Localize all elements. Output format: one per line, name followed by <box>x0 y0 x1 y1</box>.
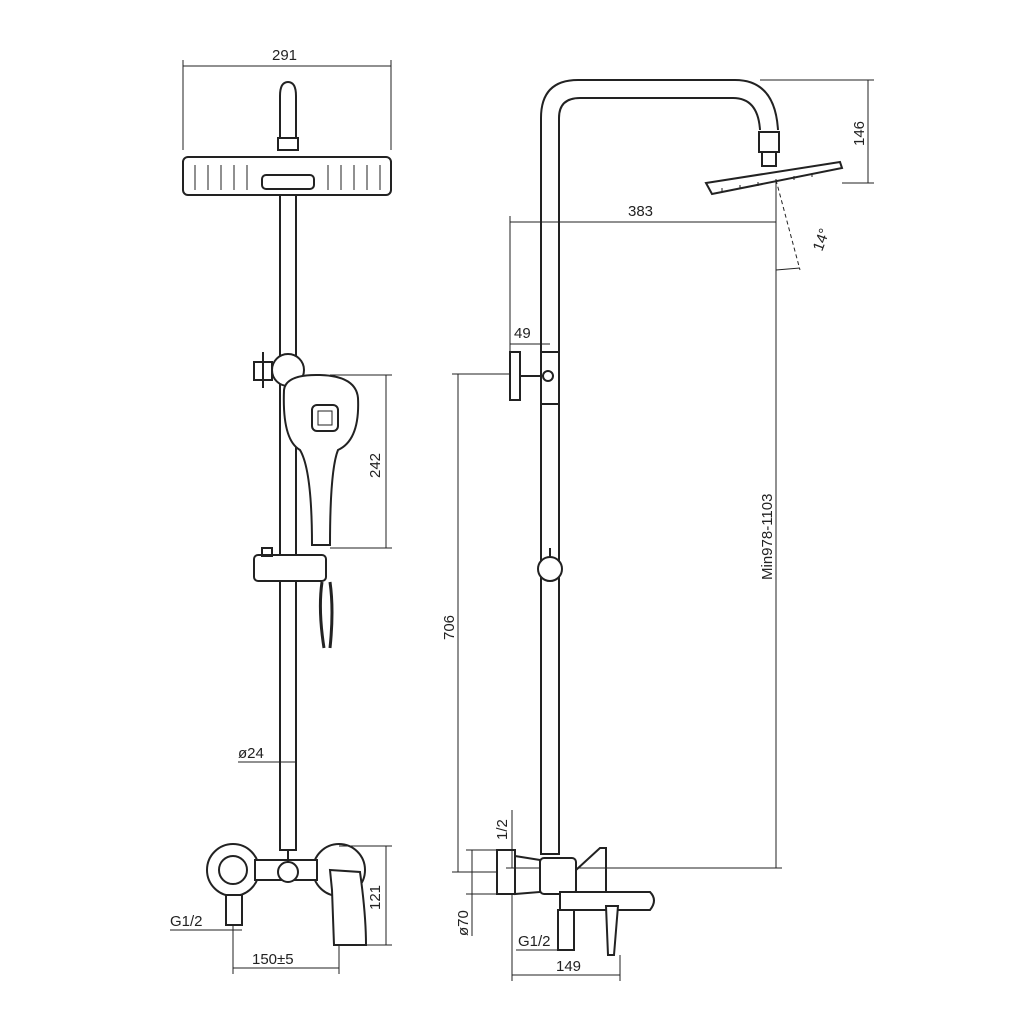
hand-shower-front <box>282 373 360 546</box>
side-view: 14° 383 146 49 Min978-1103 <box>441 79 874 981</box>
dim-total-height: Min978-1103 <box>759 494 776 580</box>
side-eccentric <box>514 854 541 896</box>
side-mixer-lever-base <box>575 847 607 893</box>
dim-121: 121 <box>367 885 384 910</box>
mixer-lever <box>328 868 368 946</box>
dim-14: 14° <box>810 226 834 253</box>
side-inlet-thread <box>557 909 575 951</box>
side-arm-inner <box>558 97 761 352</box>
dim-half: 1/2 <box>494 819 511 840</box>
front-top-pipe <box>279 80 297 138</box>
front-view: 291 242 ø24 G1/2 150±5 121 <box>170 47 392 974</box>
dim-242: 242 <box>367 453 384 478</box>
side-slider <box>537 556 563 582</box>
side-mixer-body <box>539 857 577 895</box>
mixer-left-elbow <box>206 843 260 897</box>
dim-150: 150±5 <box>252 951 294 968</box>
hand-shower-button <box>311 404 339 432</box>
dim-146: 146 <box>851 121 868 146</box>
rain-head-nozzles <box>194 165 381 190</box>
rain-head-center-joint <box>261 174 315 190</box>
slider-holder <box>253 554 327 582</box>
slider-knob <box>261 547 273 557</box>
dim-49: 49 <box>514 325 531 342</box>
left-inlet-thread <box>225 894 243 926</box>
side-rail <box>540 403 560 855</box>
front-rail <box>279 194 297 851</box>
side-spout <box>559 891 655 911</box>
hand-shower-button-inner <box>317 410 333 426</box>
side-head-joint <box>758 131 780 153</box>
dim-706: 706 <box>441 615 458 640</box>
tilt-arc <box>775 267 801 271</box>
dim-g12-left: G1/2 <box>170 913 203 930</box>
diverter-knob <box>277 861 299 883</box>
dim-149: 149 <box>556 958 581 975</box>
shower-hose <box>318 581 334 649</box>
dim-291: 291 <box>272 47 297 64</box>
side-arm-outer <box>540 79 779 352</box>
dim-24: ø24 <box>238 745 264 762</box>
side-spout-handle <box>604 905 620 956</box>
side-head-ball <box>761 151 777 167</box>
front-top-nut <box>277 137 299 151</box>
dim-383: 383 <box>628 203 653 220</box>
side-wall-plate <box>509 351 521 401</box>
dim-g12-right: G1/2 <box>518 933 551 950</box>
tilt-line <box>775 179 801 271</box>
dim-70: ø70 <box>455 910 472 936</box>
